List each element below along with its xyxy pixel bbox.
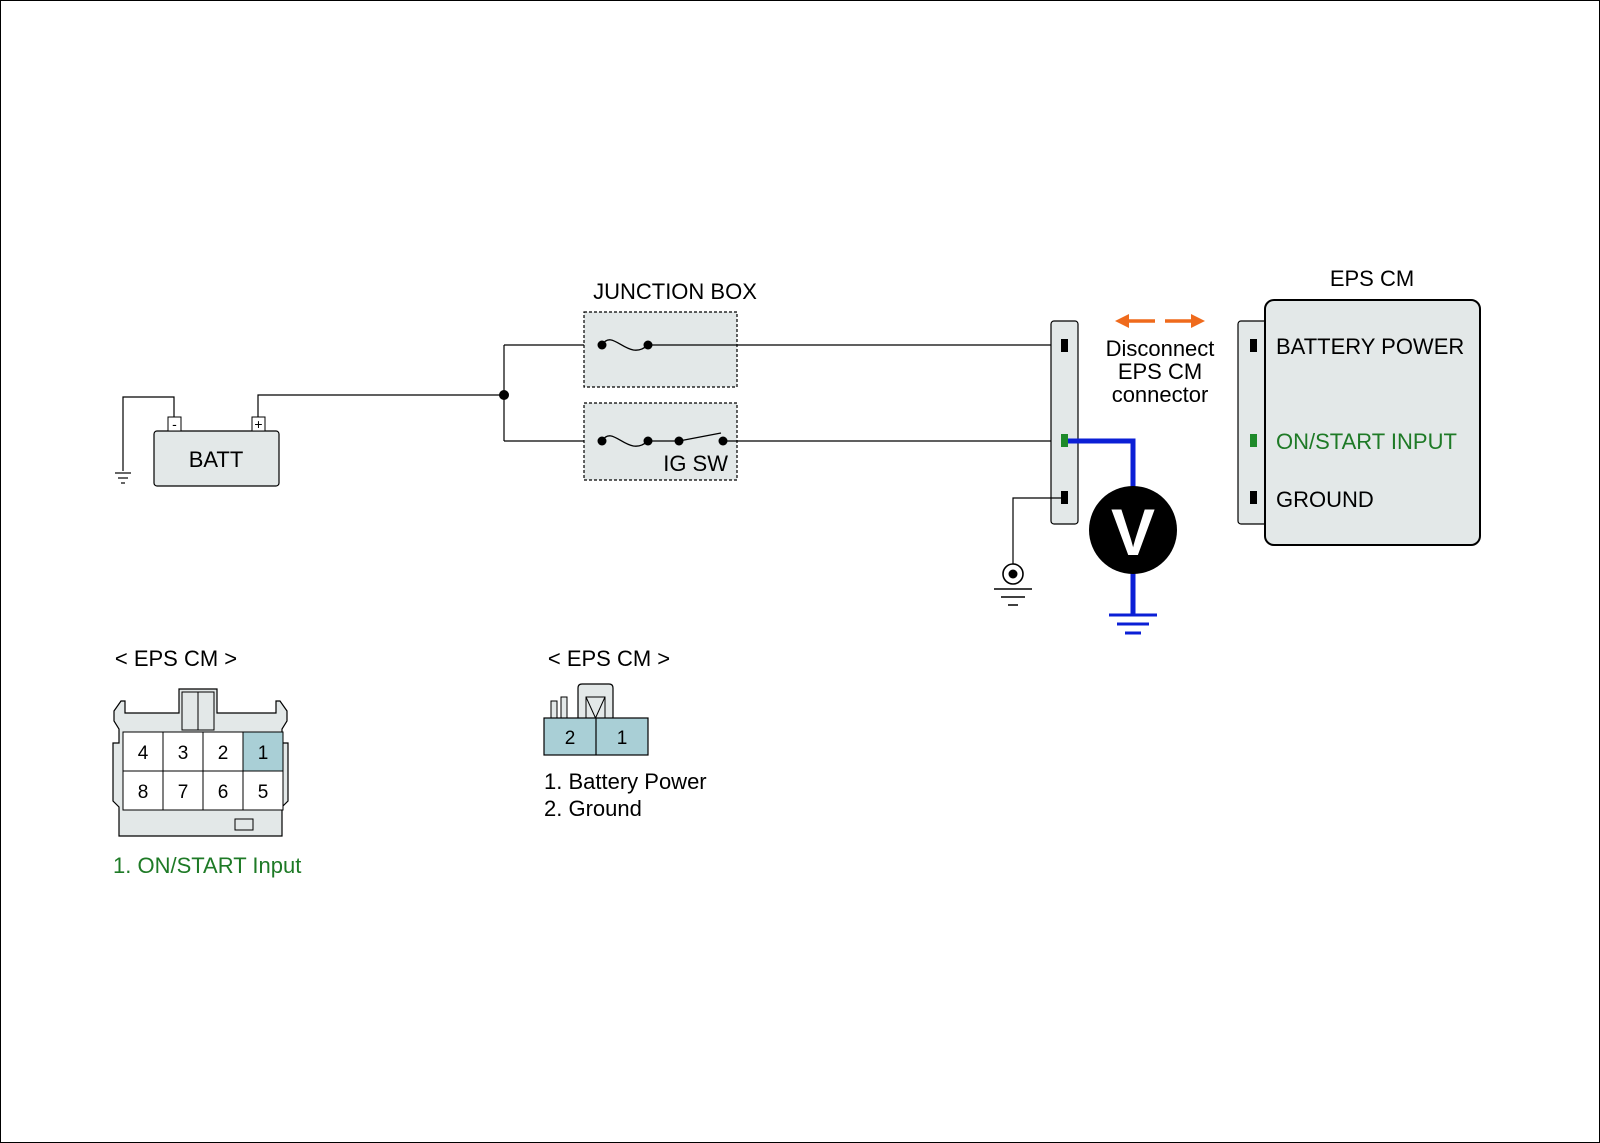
meter-positive-lead xyxy=(1068,438,1136,488)
connector-8pin-cell-7: 7 xyxy=(162,770,204,811)
connector-8pin-cavity xyxy=(162,731,204,772)
connector-8pin-pin-label: 5 xyxy=(258,782,269,803)
meter-ground-icon xyxy=(1109,613,1157,635)
connector-2pin-cell-2: 2 xyxy=(565,728,576,749)
disconnect-note-line-2: EPS CM xyxy=(1118,359,1202,384)
ig-switch-label: IG SW xyxy=(663,451,728,476)
junction-box-title: JUNCTION BOX xyxy=(593,279,757,304)
connector-2pin-title: < EPS CM > xyxy=(548,646,670,671)
battery: BATT - + xyxy=(115,396,280,487)
connector-2pin-legend-2: 2. Ground xyxy=(544,796,642,821)
connector-8pin-cavity xyxy=(242,770,284,811)
connector-8pin-pin-label: 8 xyxy=(138,782,149,803)
battery-neg-wire xyxy=(122,396,175,471)
fuse-icon xyxy=(601,339,649,351)
connector-8pin-pin-label: 6 xyxy=(218,782,229,803)
voltmeter-icon: V xyxy=(1089,486,1177,574)
connector-2pin-legend-1: 1. Battery Power xyxy=(544,769,707,794)
connector-8pin-cavity xyxy=(242,731,284,772)
eps-cm-module: EPS CM BATTERY POWER ON/START INPUT GROU… xyxy=(1237,266,1481,546)
connector-8pin-cell-2: 2 xyxy=(202,731,244,772)
connector-8pin-cell-5: 5 xyxy=(242,770,284,811)
connector-8pin-pin-label: 2 xyxy=(218,743,229,764)
harness-terminal-1 xyxy=(1061,339,1068,352)
eps-cm-pin-battery-power: BATTERY POWER xyxy=(1276,334,1464,359)
eps-cm-terminal-1 xyxy=(1250,339,1257,352)
battery-pos-label: + xyxy=(254,416,262,432)
battery-label: BATT xyxy=(189,447,244,472)
disconnect-note-line-3: connector xyxy=(1112,382,1209,407)
eps-cm-body xyxy=(1264,299,1481,546)
connector-2pin-latch-window xyxy=(585,696,606,719)
battery-pos-wire xyxy=(257,394,504,417)
connector-8pin-key xyxy=(234,818,254,831)
eps-cm-pin-ground: GROUND xyxy=(1276,487,1374,512)
connector-8pin-cell-8: 8 xyxy=(122,770,164,811)
splice-node xyxy=(499,390,509,400)
ground-icon xyxy=(115,472,131,484)
disconnect-note-line-1: Disconnect xyxy=(1106,336,1215,361)
eps-cm-terminal-2 xyxy=(1250,434,1257,447)
connector-2pin-cell-1: 1 xyxy=(617,728,628,749)
junction-box: JUNCTION BOX IG SW xyxy=(583,279,757,481)
connector-8pin-cell-1: 1 xyxy=(242,731,284,772)
ground-wire xyxy=(1012,497,1061,566)
junction-box-upper xyxy=(583,311,738,388)
harness-connector xyxy=(1050,320,1079,525)
battery-neg-label: - xyxy=(172,416,177,432)
harness-connector-body xyxy=(1050,320,1079,525)
disconnect-arrows-icon xyxy=(1115,314,1205,328)
voltmeter-symbol: V xyxy=(1111,495,1155,569)
connector-8pin-latch xyxy=(181,691,199,731)
voltmeter-body xyxy=(1089,486,1177,574)
connector-8pin-cavity xyxy=(122,770,164,811)
connector-8pin-cavity xyxy=(202,770,244,811)
eps-cm-pin-on-start: ON/START INPUT xyxy=(1276,429,1457,454)
connector-8pin: < EPS CM > 4 3 2 1 8 7 6 5 1. ON/START Input xyxy=(112,646,301,878)
connector-8pin-pin-label: 1 xyxy=(258,743,269,764)
connector-2pin-peg xyxy=(550,700,558,719)
harness-terminal-2 xyxy=(1061,434,1068,447)
connector-8pin-cavity xyxy=(122,731,164,772)
connector-8pin-legend: 1. ON/START Input xyxy=(113,853,301,878)
connector-8pin-pin-label: 3 xyxy=(178,743,189,764)
connector-8pin-cavity xyxy=(202,731,244,772)
connector-8pin-title: < EPS CM > xyxy=(115,646,237,671)
connector-8pin-pin-label: 4 xyxy=(138,743,149,764)
battery-body xyxy=(153,430,280,487)
harness-terminal-3 xyxy=(1061,491,1068,504)
connector-2pin-peg xyxy=(560,696,568,719)
connector-2pin: < EPS CM > 2 1 1. Battery Power 2. Groun… xyxy=(543,646,707,821)
connector-8pin-latch xyxy=(197,691,215,731)
eps-cm-title: EPS CM xyxy=(1330,266,1414,291)
connector-8pin-cell-3: 3 xyxy=(162,731,204,772)
fuse-icon xyxy=(601,435,649,447)
connector-8pin-grid: 4 3 2 1 8 7 6 5 xyxy=(122,731,284,811)
connector-8pin-cell-6: 6 xyxy=(202,770,244,811)
ig-switch-icon xyxy=(678,432,722,442)
chassis-ground-icon xyxy=(994,563,1032,606)
eps-cm-terminal-3 xyxy=(1250,491,1257,504)
connector-8pin-cell-4: 4 xyxy=(122,731,164,772)
connector-8pin-pin-label: 7 xyxy=(178,782,189,803)
